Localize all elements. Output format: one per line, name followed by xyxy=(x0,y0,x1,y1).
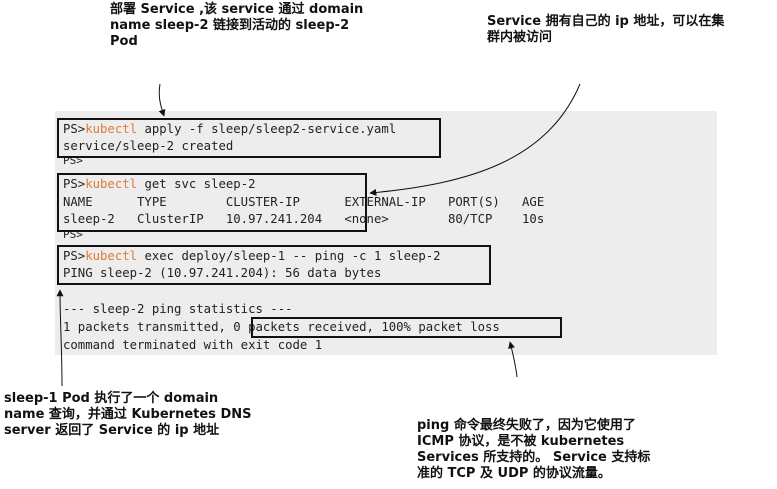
arrow-to-apply-box xyxy=(158,83,166,117)
arrow-from-dns-annotation xyxy=(56,289,64,387)
command-args: apply -f sleep/sleep2-service.yaml xyxy=(137,122,397,136)
annotation-service-ip: Service 拥有自己的 ip 地址，可以在集 群内被访问 xyxy=(487,14,724,46)
prompt: PS> xyxy=(63,177,86,191)
command-args: get svc sleep-2 xyxy=(137,177,256,191)
prompt: PS> xyxy=(63,122,86,136)
annotation-line: sleep-1 Pod 执行了一个 domain xyxy=(4,391,219,406)
annotation-line: name sleep-2 链接到活动的 sleep-2 xyxy=(110,18,350,33)
terminal-line-cmd-get-svc: PS>kubectl get svc sleep-2 xyxy=(63,176,256,192)
terminal-line-output: service/sleep-2 created xyxy=(63,139,234,153)
arrow-to-packet-loss xyxy=(508,341,518,378)
terminal-line-stats-header: --- sleep-2 ping statistics --- xyxy=(63,302,293,316)
terminal-line-table-header: NAME TYPE CLUSTER-IP EXTERNAL-IP PORT(S)… xyxy=(63,195,545,209)
annotation-line: 部署 Service ,该 service 通过 domain xyxy=(110,2,364,17)
terminal-line-cmd-exec: PS>kubectl exec deploy/sleep-1 -- ping -… xyxy=(63,248,441,264)
kubectl-keyword: kubectl xyxy=(85,177,138,191)
highlight-box-get-svc-ip xyxy=(57,173,367,232)
annotation-line: Service 拥有自己的 ip 地址，可以在集 xyxy=(487,14,725,29)
terminal-panel xyxy=(55,111,717,355)
terminal-line-stats: 1 packets transmitted, 0 packets receive… xyxy=(63,319,500,335)
annotation-line: ping 命令最终失败了，因为它使用了 xyxy=(417,418,636,433)
annotation-service-deploy: 部署 Service ,该 service 通过 domain name sle… xyxy=(110,2,363,50)
kubectl-keyword: kubectl xyxy=(85,122,138,136)
command-args: exec deploy/sleep-1 -- ping -c 1 sleep-2 xyxy=(137,249,441,263)
annotation-line: Services 所支持的。 Service 支持标 xyxy=(417,450,651,465)
terminal-line-ping-output: PING sleep-2 (10.97.241.204): 56 data by… xyxy=(63,266,382,280)
stats-transmitted: 1 packets transmitted, xyxy=(63,320,234,334)
highlight-box-packet-loss xyxy=(251,317,562,338)
annotation-ping-failure: ping 命令最终失败了，因为它使用了 ICMP 协议，是不被 kubernet… xyxy=(417,418,650,482)
highlight-box-apply xyxy=(57,118,441,158)
annotation-line: ICMP 协议，是不被 kubernetes xyxy=(417,434,625,449)
annotation-dns-lookup: sleep-1 Pod 执行了一个 domain name 查询，并通过 Kub… xyxy=(4,391,251,439)
stats-packet-loss: 0 packets received, 100% packet loss xyxy=(233,320,500,334)
arrow-to-cluster-ip xyxy=(369,83,581,196)
annotation-line: name 查询，并通过 Kubernetes DNS xyxy=(4,407,252,422)
annotation-line: 群内被访问 xyxy=(487,30,553,45)
prompt: PS> xyxy=(63,249,86,263)
annotation-line: Pod xyxy=(110,34,138,49)
terminal-line-cmd-apply: PS>kubectl apply -f sleep/sleep2-service… xyxy=(63,121,396,137)
highlight-box-exec-ping xyxy=(57,245,491,285)
annotation-line: server 返回了 Service 的 ip 地址 xyxy=(4,423,220,438)
terminal-line-exit: command terminated with exit code 1 xyxy=(63,338,323,352)
annotation-line: 准的 TCP 及 UDP 的协议流量。 xyxy=(417,466,611,481)
kubectl-keyword: kubectl xyxy=(85,249,138,263)
